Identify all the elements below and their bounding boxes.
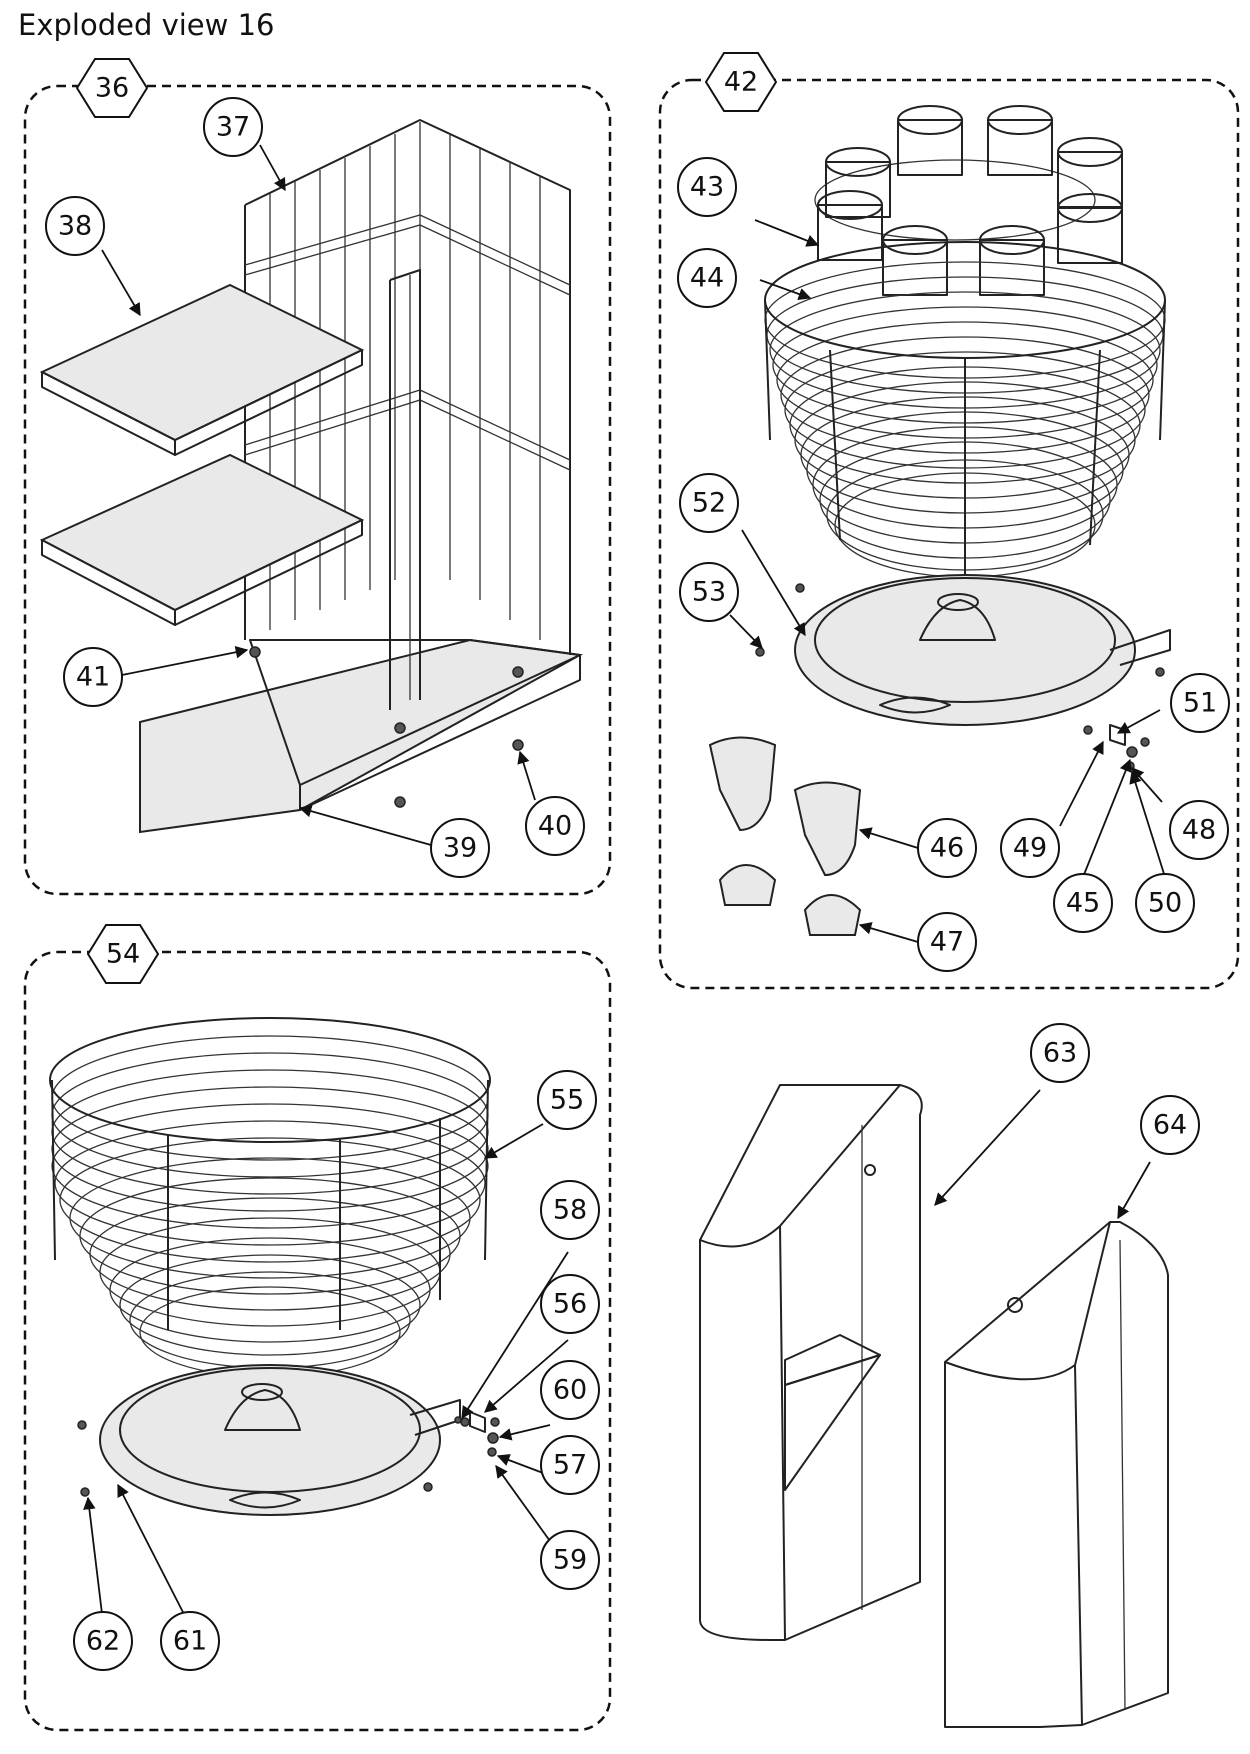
callout-55: 55 <box>537 1070 597 1130</box>
group-label-36: 36 <box>75 58 149 118</box>
group-label-42: 42 <box>704 52 778 112</box>
side-panel-64 <box>864 1164 1169 1728</box>
callout-58: 58 <box>540 1180 600 1240</box>
svg-text:51: 51 <box>1183 688 1217 719</box>
callout-37: 37 <box>203 97 263 157</box>
round-basket-assembly <box>708 105 1171 936</box>
callout-46: 46 <box>917 818 977 878</box>
svg-text:50: 50 <box>1148 888 1182 919</box>
svg-text:39: 39 <box>443 833 477 864</box>
group-box-36 <box>23 84 612 896</box>
group-box-42 <box>658 78 1240 990</box>
callout-61: 61 <box>160 1611 220 1671</box>
svg-text:49: 49 <box>1013 833 1047 864</box>
group-label-42-text: 42 <box>724 67 758 98</box>
group-label-36-text: 36 <box>95 73 129 104</box>
svg-text:59: 59 <box>553 1545 587 1576</box>
callout-39: 39 <box>430 818 490 878</box>
group-label-54: 54 <box>86 924 160 984</box>
svg-text:53: 53 <box>692 577 726 608</box>
callout-45: 45 <box>1053 873 1113 933</box>
side-panel-63 <box>699 1084 923 1641</box>
svg-text:46: 46 <box>930 833 964 864</box>
svg-text:63: 63 <box>1043 1038 1077 1069</box>
callout-48: 48 <box>1169 800 1229 860</box>
svg-text:48: 48 <box>1182 815 1216 846</box>
callout-49: 49 <box>1000 818 1060 878</box>
callout-43: 43 <box>677 157 737 217</box>
callout-60: 60 <box>540 1360 600 1420</box>
callout-64: 64 <box>1140 1095 1200 1155</box>
svg-text:37: 37 <box>216 112 250 143</box>
callout-51: 51 <box>1170 673 1230 733</box>
wire-rack-assembly <box>39 119 584 834</box>
svg-text:38: 38 <box>58 211 92 242</box>
large-basket-assembly <box>49 1017 500 1516</box>
callout-53: 53 <box>679 562 739 622</box>
svg-text:44: 44 <box>690 263 724 294</box>
svg-text:61: 61 <box>173 1626 207 1657</box>
callout-47: 47 <box>917 912 977 972</box>
svg-text:55: 55 <box>550 1085 584 1116</box>
callout-59: 59 <box>540 1530 600 1590</box>
callout-44: 44 <box>677 248 737 308</box>
callout-52: 52 <box>679 473 739 533</box>
shelf-lower <box>39 453 365 612</box>
svg-text:41: 41 <box>76 662 110 693</box>
callout-50: 50 <box>1135 873 1195 933</box>
svg-text:45: 45 <box>1066 888 1100 919</box>
group-box-54 <box>23 950 612 1732</box>
svg-text:43: 43 <box>690 172 724 203</box>
group-label-54-text: 54 <box>106 939 140 970</box>
svg-text:40: 40 <box>538 811 572 842</box>
callout-38: 38 <box>45 196 105 256</box>
svg-text:60: 60 <box>553 1375 587 1406</box>
svg-text:47: 47 <box>930 927 964 958</box>
callout-63: 63 <box>1030 1023 1090 1083</box>
svg-text:58: 58 <box>553 1195 587 1226</box>
callout-56: 56 <box>540 1274 600 1334</box>
svg-text:52: 52 <box>692 488 726 519</box>
svg-text:56: 56 <box>553 1289 587 1320</box>
svg-text:64: 64 <box>1153 1110 1187 1141</box>
leader-lines <box>83 144 1166 1623</box>
callout-62: 62 <box>73 1611 133 1671</box>
svg-text:57: 57 <box>553 1450 587 1481</box>
shelf-upper <box>39 283 365 442</box>
svg-text:62: 62 <box>86 1626 120 1657</box>
callout-40: 40 <box>525 796 585 856</box>
callout-41: 41 <box>63 647 123 707</box>
page-title: Exploded view 16 <box>18 8 275 42</box>
callout-57: 57 <box>540 1435 600 1495</box>
